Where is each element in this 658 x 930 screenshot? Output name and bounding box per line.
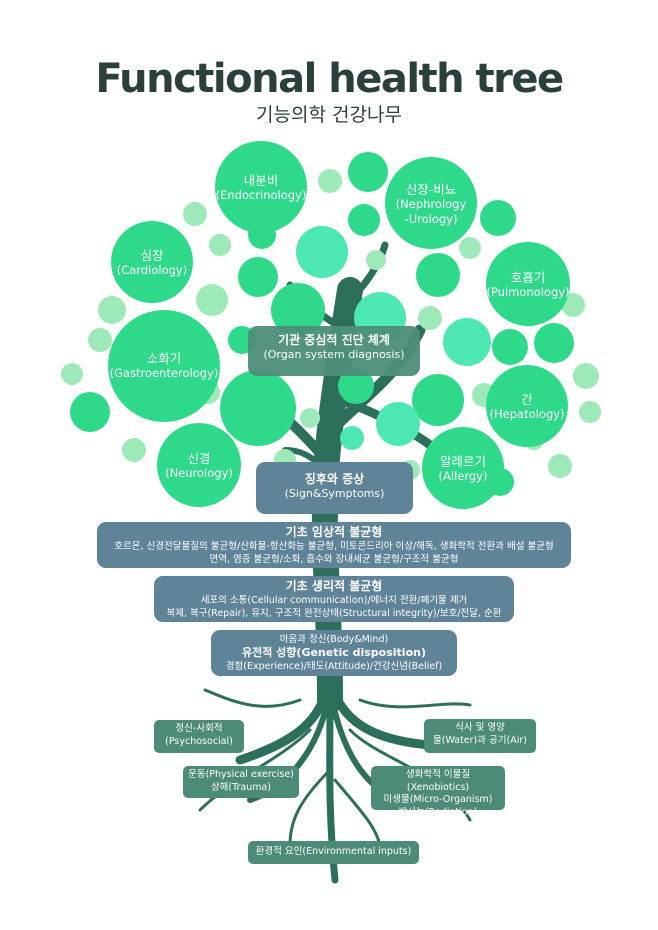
genetic-line-1: 마음과 정신(Body&Mind)	[279, 634, 389, 645]
organ-circle-endocrinology	[215, 141, 307, 233]
genetic-line-2: 경험(Experience)/태도(Attitude)/건강신념(Belief)	[225, 661, 443, 672]
organ-circles	[108, 141, 570, 509]
organ-circle-hepatology	[486, 365, 568, 447]
physiological-heading: 기초 생리적 불균형	[285, 579, 383, 593]
signs-subtitle: (Sign&Symptoms)	[284, 487, 385, 500]
organ-circle-gastroenterology	[108, 310, 220, 422]
genetic-heading: 유전적 성향(Genetic disposition)	[241, 646, 426, 659]
organ-label-hepatology: 간(Hepatology)	[489, 392, 565, 421]
organ-label-nephrology: 신장-비뇨(Nephrology-Urology)	[395, 182, 467, 226]
clinical-line-1: 호르몬, 신경전달물질의 불균형/산화물-항산화능 불균형, 미토콘드리아 이상…	[114, 541, 554, 552]
title-korean: 기능의학 건강나무	[256, 104, 402, 126]
organ-circle-nephrology	[385, 157, 477, 249]
organ-label-endocrinology: 내분비(Endocrinology)	[215, 173, 307, 202]
physiological-imbalance-box: 기초 생리적 불균형 세포의 소통(Cellular communication…	[154, 576, 514, 622]
physiological-line-1: 세포의 소통(Cellular communication)/에너지 전환/폐기…	[200, 595, 468, 606]
organ-circle-pulmonology	[486, 242, 570, 326]
organ-system-subtitle: (Organ system diagnosis)	[263, 348, 405, 361]
root-psychosocial: 정신-사회적(Psychosocial)	[154, 720, 244, 753]
title-english: Functional health tree	[95, 56, 564, 102]
organ-system-diagnosis-box: 기관 중심적 진단 체계 (Organ system diagnosis)	[248, 326, 420, 376]
organ-system-heading: 기관 중심적 진단 체계	[278, 333, 390, 347]
organ-label-allergy: 알레르기(Allergy)	[438, 454, 488, 483]
clinical-heading: 기초 임상적 불균형	[285, 525, 383, 539]
clinical-imbalance-box: 기초 임상적 불균형 호르몬, 신경전달물질의 불균형/산화물-항산화능 불균형…	[97, 522, 571, 568]
signs-symptoms-box: 징후와 증상 (Sign&Symptoms)	[256, 462, 413, 514]
organ-label-pulmonology: 호흡기(Pulmonology)	[486, 270, 570, 299]
organ-label-gastroenterology: 소화기(Gastroenterology)	[109, 351, 219, 380]
clinical-line-2: 면역, 염증 불균형/소화, 흡수와 장내세균 불균형/구조적 불균형	[209, 554, 459, 565]
organ-circle-neurology	[157, 423, 241, 507]
root-environmental-inputs: 환경적 요인(Environmental inputs)	[248, 841, 419, 864]
root-xenobiotics: 생화학적 이물질(Xenobiotics)미생물(Micro-Organism)…	[371, 766, 505, 818]
organ-label-neurology: 신경(Neurology)	[165, 451, 233, 480]
organ-label-cardiology: 심장(Cardiology)	[116, 248, 188, 277]
genetic-disposition-box: 마음과 정신(Body&Mind) 유전적 성향(Genetic disposi…	[211, 630, 457, 676]
physiological-line-2: 복제, 복구(Repair), 유지, 구조적 완전상태(Structural …	[166, 608, 502, 619]
signs-heading: 징후와 증상	[304, 472, 365, 486]
root-exercise-trauma: 운동(Physical exercise)상해(Trauma)	[183, 766, 299, 798]
organ-circle-allergy	[422, 427, 504, 509]
organ-circle-cardiology	[111, 221, 193, 303]
